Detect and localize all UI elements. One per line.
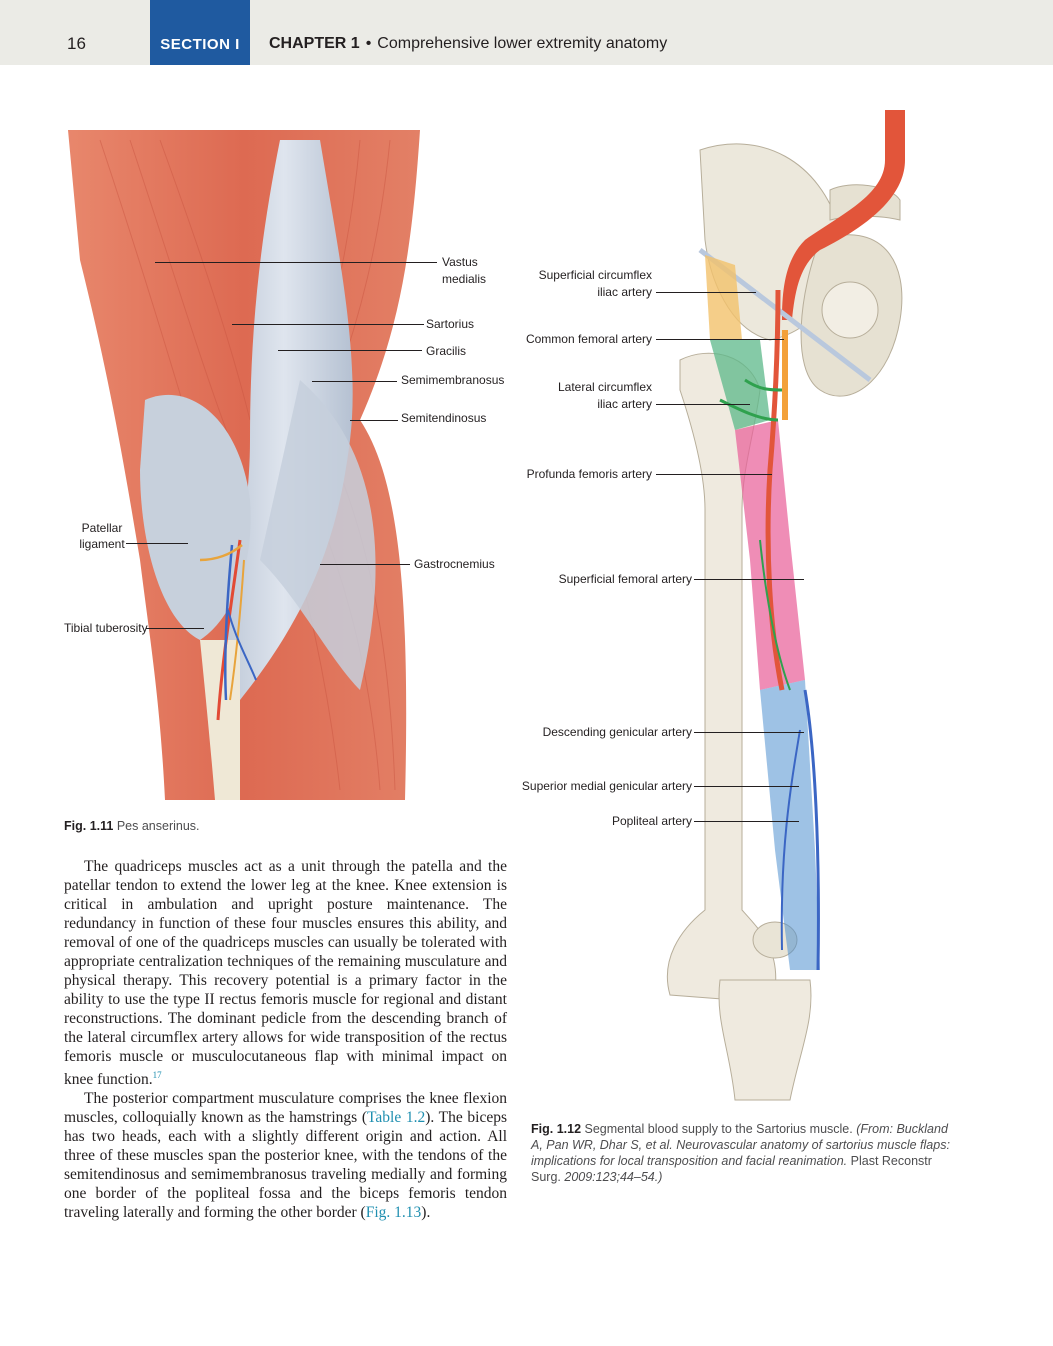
label-superficial-femoral: Superficial femoral artery <box>558 572 692 586</box>
page-number: 16 <box>67 34 86 53</box>
section-tab: SECTION I <box>150 0 250 65</box>
reference-17[interactable]: 17 <box>152 1070 162 1080</box>
label-vastus-medialis-line1: Vastus <box>442 255 478 269</box>
paragraph-posterior-text-c: ). <box>421 1204 431 1222</box>
leader-sartorius <box>232 324 424 325</box>
figure-sartorius-blood-supply: Superficial circumflex iliac artery Comm… <box>520 90 1053 1110</box>
label-patellar-ligament-line1: Patellar <box>81 521 123 535</box>
leader-semimembranosus <box>312 381 397 382</box>
label-tibial-tuberosity: Tibial tuberosity <box>64 621 148 635</box>
label-lateral-circumflex-line2: iliac artery <box>597 397 652 411</box>
leader-popliteal <box>694 821 799 822</box>
caption-number: Fig. 1.12 <box>531 1122 582 1136</box>
label-gracilis: Gracilis <box>426 344 467 358</box>
label-semimembranosus: Semimembranosus <box>401 373 505 387</box>
link-table-1-2[interactable]: Table 1.2 <box>367 1109 426 1127</box>
chapter-separator: • <box>365 35 372 52</box>
caption-text: Pes anserinus. <box>116 819 200 833</box>
leader-superior-medial-genicular <box>694 786 799 787</box>
chapter-heading: CHAPTER 1 • Comprehensive lower extremity … <box>269 35 667 53</box>
leader-profunda-femoris <box>656 474 772 475</box>
label-descending-genicular: Descending genicular artery <box>542 725 692 739</box>
paragraph-quadriceps: The quadriceps muscles act as a unit thr… <box>64 857 507 1089</box>
leader-tibial-tuberosity <box>146 628 204 629</box>
label-patellar-ligament-line2: ligament <box>79 537 125 551</box>
label-gastrocnemius: Gastrocnemius <box>414 557 495 571</box>
leader-lateral-circumflex <box>656 404 750 405</box>
label-lateral-circumflex-line1: Lateral circumflex <box>557 380 652 394</box>
paragraph-posterior-compartment: The posterior compartment musculature co… <box>64 1089 507 1222</box>
label-superficial-circumflex-line2: iliac artery <box>597 285 652 299</box>
leader-gracilis <box>278 350 422 351</box>
section-label: SECTION I <box>160 36 240 53</box>
leader-superficial-circumflex <box>656 292 756 293</box>
caption-citation: (From: Buckland A, Pan WR, Dhar S, et al… <box>531 1122 950 1168</box>
chapter-label: CHAPTER 1 <box>269 35 360 52</box>
label-vastus-medialis-line2: medialis <box>442 272 487 286</box>
paragraph-posterior-text-a: The posterior compartment musculature co… <box>64 1090 507 1127</box>
caption-text: Segmental blood supply to the Sartorius … <box>584 1122 853 1136</box>
paragraph-posterior-text-b: ). The biceps has two heads, each with a… <box>64 1109 507 1222</box>
label-sartorius: Sartorius <box>426 317 475 331</box>
body-text: The quadriceps muscles act as a unit thr… <box>64 857 507 1222</box>
label-common-femoral: Common femoral artery <box>525 332 652 346</box>
label-profunda-femoris: Profunda femoris artery <box>526 467 652 481</box>
link-fig-1-13[interactable]: Fig. 1.13 <box>365 1204 422 1222</box>
label-popliteal: Popliteal artery <box>611 814 692 828</box>
paragraph-quadriceps-text: The quadriceps muscles act as a unit thr… <box>64 858 507 1089</box>
label-superficial-circumflex-line1: Superficial circumflex <box>538 268 652 282</box>
caption-journal: Plast Reconstr Surg. <box>531 1154 932 1184</box>
label-semitendinosus: Semitendinosus <box>401 411 487 425</box>
caption-number: Fig. 1.11 <box>64 819 114 833</box>
leader-patellar-ligament <box>126 543 188 544</box>
knee-muscle-illustration <box>68 130 420 800</box>
chapter-title: Comprehensive lower extremity anatomy <box>377 35 668 52</box>
label-superior-medial-genicular: Superior medial genicular artery <box>521 779 692 793</box>
figure-pes-anserinus: Vastus medialis Sartorius Gracilis Semim… <box>0 0 520 840</box>
leader-common-femoral <box>656 339 784 340</box>
leader-semitendinosus <box>350 420 398 421</box>
leader-superficial-femoral <box>694 579 804 580</box>
leader-descending-genicular <box>694 732 804 733</box>
page-header: 16 SECTION I CHAPTER 1 • Comprehensive low… <box>0 0 1053 65</box>
caption-citation-end: 2009:123;44–54.) <box>564 1170 663 1184</box>
femur-artery-illustration <box>666 110 905 1101</box>
figure-caption-1-12: Fig. 1.12 Segmental blood supply to the … <box>531 1121 961 1185</box>
figure-caption-1-11: Fig. 1.11 Pes anserinus. <box>64 818 504 834</box>
leader-gastrocnemius <box>320 564 410 565</box>
leader-vastus-medialis <box>155 262 437 263</box>
